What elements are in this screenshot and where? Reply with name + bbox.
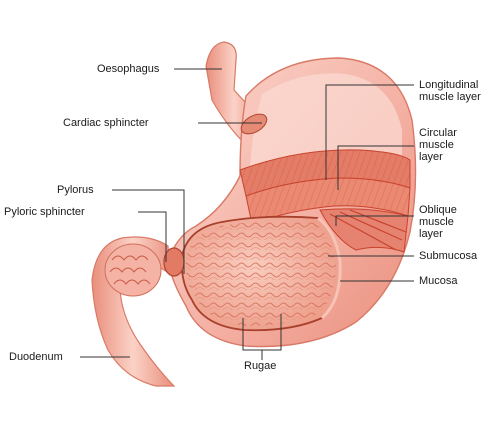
label-submucosa: Submucosa bbox=[419, 250, 478, 262]
label-duodenum: Duodenum bbox=[9, 351, 63, 363]
label-oblique-muscle-layer: Oblique muscle layer bbox=[419, 204, 457, 240]
oblique-muscle-band bbox=[319, 208, 409, 253]
label-longitudinal-muscle-layer: Longitudinal muscle layer bbox=[419, 79, 481, 103]
label-rugae: Rugae bbox=[244, 360, 277, 372]
leader-pylorus bbox=[112, 189, 185, 274]
leader-oblique bbox=[335, 215, 414, 226]
label-pyloric-sphincter: Pyloric sphincter bbox=[4, 206, 85, 218]
leader-circular bbox=[337, 145, 414, 190]
label-cardiac-sphincter: Cardiac sphincter bbox=[63, 117, 149, 129]
leader-longitudinal bbox=[325, 84, 414, 180]
label-circular-muscle-layer: Circular muscle layer bbox=[419, 127, 457, 163]
label-mucosa: Mucosa bbox=[419, 275, 458, 287]
leader-pyloric-sphincter bbox=[138, 211, 167, 262]
leader-lines bbox=[80, 68, 414, 360]
label-pylorus: Pylorus bbox=[57, 184, 94, 196]
label-oesophagus: Oesophagus bbox=[97, 63, 160, 75]
cardiac-sphincter-ring bbox=[240, 113, 268, 135]
pyloric-sphincter-ring bbox=[163, 247, 185, 277]
